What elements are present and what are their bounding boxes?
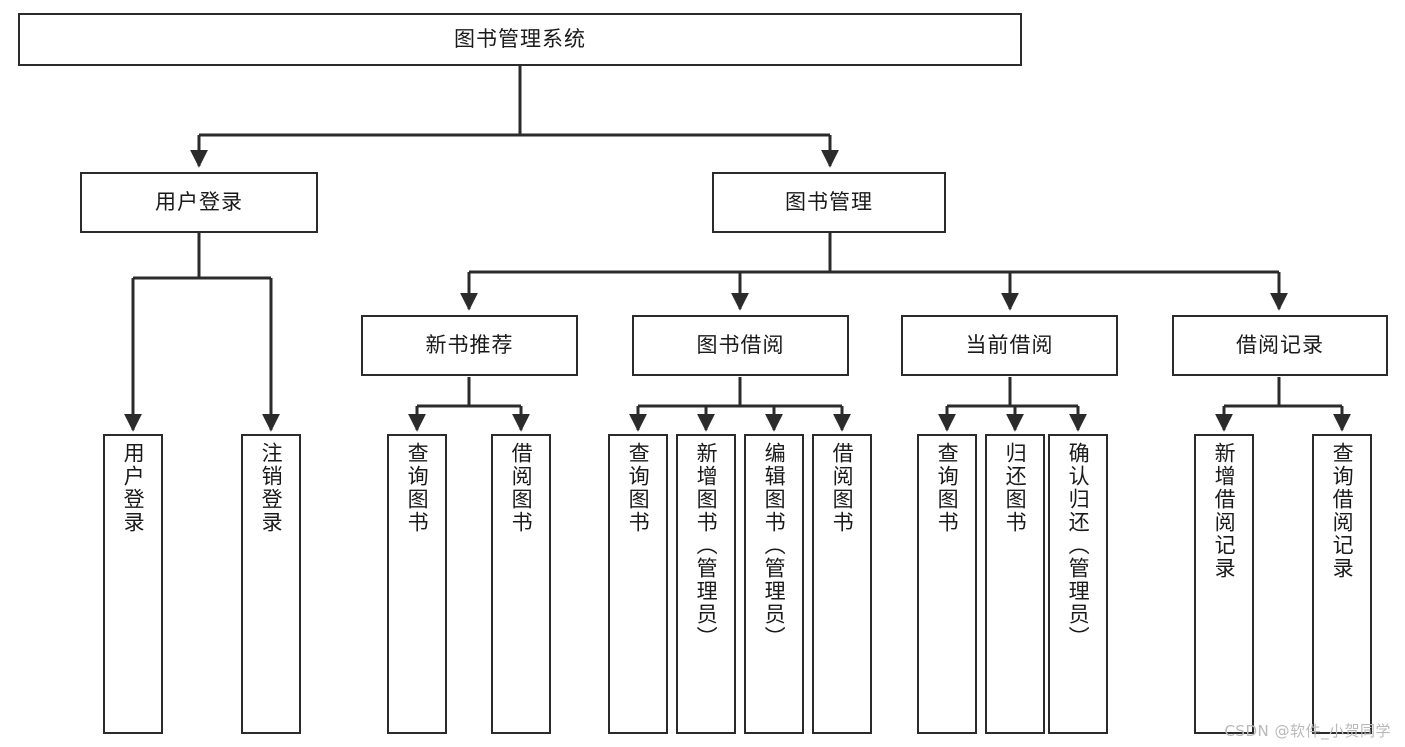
leaf-current-borrow-confirm-return-admin[interactable]: 确认归还（管理员） bbox=[1048, 434, 1108, 734]
node-new-book-recommend[interactable]: 新书推荐 bbox=[361, 315, 578, 376]
node-label: 借阅图书 bbox=[830, 442, 855, 534]
node-label: 查询图书 bbox=[626, 442, 651, 534]
node-label: 用户登录 bbox=[121, 442, 146, 534]
leaf-book-borrow-query-book[interactable]: 查询图书 bbox=[608, 434, 668, 734]
node-label: 借阅记录 bbox=[1236, 332, 1324, 357]
node-current-borrow[interactable]: 当前借阅 bbox=[901, 315, 1118, 376]
node-book-borrow[interactable]: 图书借阅 bbox=[632, 315, 849, 376]
leaf-user-login-signin[interactable]: 用户登录 bbox=[103, 434, 163, 734]
node-label: 查询图书 bbox=[405, 442, 430, 534]
node-label: 当前借阅 bbox=[965, 332, 1054, 357]
watermark-text: CSDN @软件_小贺同学 bbox=[1224, 722, 1391, 740]
node-user-login[interactable]: 用户登录 bbox=[80, 172, 318, 233]
leaf-borrow-record-add-record[interactable]: 新增借阅记录 bbox=[1194, 434, 1254, 734]
leaf-book-borrow-add-book-admin[interactable]: 新增图书（管理员） bbox=[676, 434, 736, 734]
node-label: 新书推荐 bbox=[425, 332, 514, 357]
node-label: 新增借阅记录 bbox=[1212, 442, 1237, 580]
node-label: 图书管理 bbox=[785, 189, 873, 214]
node-label: 图书借阅 bbox=[696, 332, 785, 357]
node-label: 查询图书 bbox=[935, 442, 960, 534]
node-label: 图书管理系统 bbox=[454, 26, 586, 51]
leaf-current-borrow-query-book[interactable]: 查询图书 bbox=[917, 434, 977, 734]
leaf-borrow-record-query-record[interactable]: 查询借阅记录 bbox=[1312, 434, 1372, 734]
leaf-book-borrow-edit-book-admin[interactable]: 编辑图书（管理员） bbox=[744, 434, 804, 734]
node-label: 确认归还（管理员） bbox=[1066, 442, 1091, 649]
leaf-current-borrow-return-book[interactable]: 归还图书 bbox=[985, 434, 1045, 734]
node-label: 查询借阅记录 bbox=[1330, 442, 1355, 580]
leaf-book-borrow-borrow-book[interactable]: 借阅图书 bbox=[812, 434, 872, 734]
node-label: 注销登录 bbox=[259, 442, 284, 534]
node-label: 归还图书 bbox=[1003, 442, 1028, 534]
node-label: 新增图书（管理员） bbox=[694, 442, 719, 649]
node-label: 编辑图书（管理员） bbox=[762, 442, 787, 649]
node-root-book-management-system[interactable]: 图书管理系统 bbox=[18, 13, 1022, 66]
leaf-new-book-query-book[interactable]: 查询图书 bbox=[387, 434, 447, 734]
node-book-management[interactable]: 图书管理 bbox=[712, 172, 946, 233]
node-label: 借阅图书 bbox=[509, 442, 534, 534]
node-label: 用户登录 bbox=[155, 189, 243, 214]
node-borrow-record[interactable]: 借阅记录 bbox=[1172, 315, 1388, 376]
leaf-new-book-borrow-book[interactable]: 借阅图书 bbox=[491, 434, 551, 734]
leaf-user-login-signout[interactable]: 注销登录 bbox=[241, 434, 301, 734]
